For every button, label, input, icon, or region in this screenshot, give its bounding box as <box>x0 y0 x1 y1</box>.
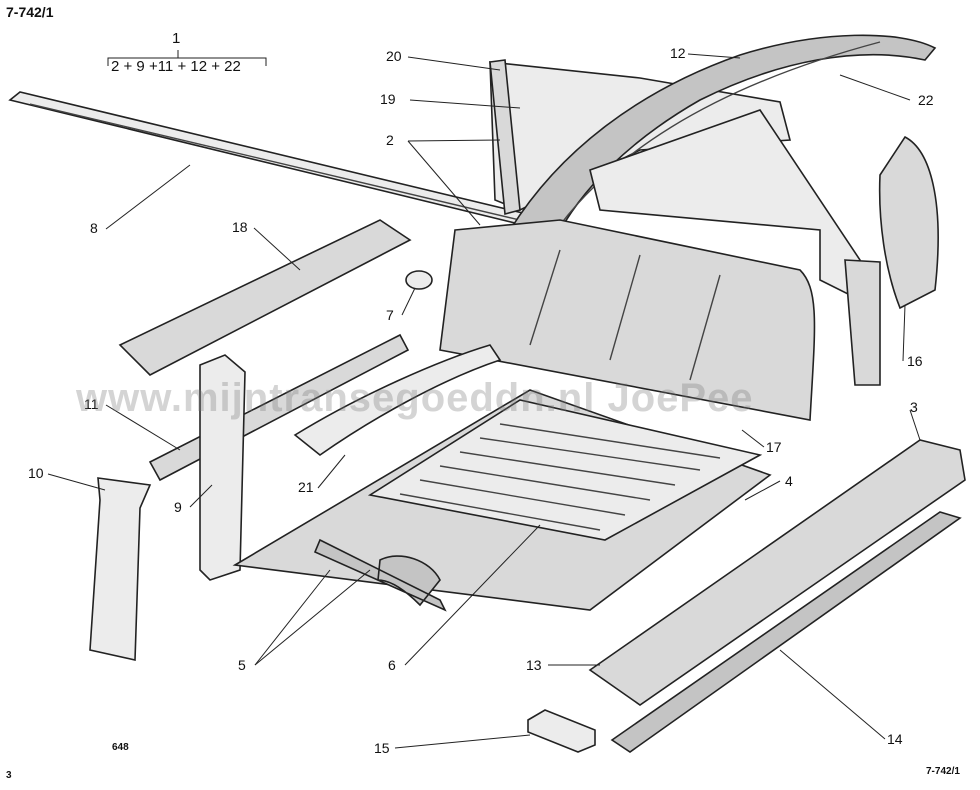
part-10-bracket <box>89 477 152 661</box>
callout-13: 13 <box>526 657 542 673</box>
callout-9: 9 <box>174 499 182 515</box>
reference-bottom-right: 7-742/1 <box>926 766 960 777</box>
part-18-side-member <box>118 219 412 376</box>
assembly-number: 1 <box>172 30 181 47</box>
callout-7: 7 <box>386 307 394 323</box>
part-12-roof-arch <box>508 34 937 241</box>
part-15-box <box>527 709 596 753</box>
callout-leaders <box>47 53 921 749</box>
assembly-bracket <box>107 50 267 66</box>
callout-2: 2 <box>386 132 394 148</box>
callout-10: 10 <box>28 465 44 481</box>
part-14-sill-panel <box>610 511 962 753</box>
callout-4: 4 <box>785 473 793 489</box>
callout-15: 15 <box>374 740 390 756</box>
part-6-floor-panel <box>367 399 763 541</box>
part-2-ribs <box>529 249 721 381</box>
part-20-pillar <box>489 59 521 216</box>
callout-18: 18 <box>232 219 248 235</box>
part-21-cover <box>293 344 502 456</box>
callout-8: 8 <box>90 220 98 236</box>
assembly-formula: 2 + 9 +11 + 12 + 22 <box>111 58 241 75</box>
part-8-flange <box>29 103 546 227</box>
callout-16: 16 <box>907 353 923 369</box>
callout-22: 22 <box>918 92 934 108</box>
callout-3: 3 <box>910 399 918 415</box>
part-2-bulkhead <box>439 219 816 421</box>
callout-6: 6 <box>388 657 396 673</box>
callout-19: 19 <box>380 91 396 107</box>
callout-labels: 20 19 2 12 22 8 18 7 11 10 9 21 3 4 16 1… <box>28 45 934 756</box>
watermark: www.mijntransegoeddn.nl JoePee <box>76 376 754 420</box>
part-8-roof-rail <box>8 91 562 233</box>
callout-17: 17 <box>766 439 782 455</box>
page-number: 3 <box>6 770 12 781</box>
side-window-frame <box>589 109 861 302</box>
reference-top-left: 7-742/1 <box>6 4 54 20</box>
callout-5: 5 <box>238 657 246 673</box>
callout-20: 20 <box>386 48 402 64</box>
part-22-arch-edge <box>559 41 881 226</box>
side-pillar <box>844 259 881 386</box>
callout-14: 14 <box>887 731 903 747</box>
part-5-crossmembers <box>313 538 447 612</box>
part-16-trim-panel <box>878 135 939 310</box>
callout-12: 12 <box>670 45 686 61</box>
figure-number: 648 <box>112 742 129 753</box>
part-6-ribs <box>399 423 721 531</box>
part-3-sill-member <box>588 439 966 706</box>
part-7-grommet <box>405 270 433 290</box>
part-9-pillar <box>199 354 246 581</box>
callout-21: 21 <box>298 479 314 495</box>
callout-11: 11 <box>84 396 99 412</box>
